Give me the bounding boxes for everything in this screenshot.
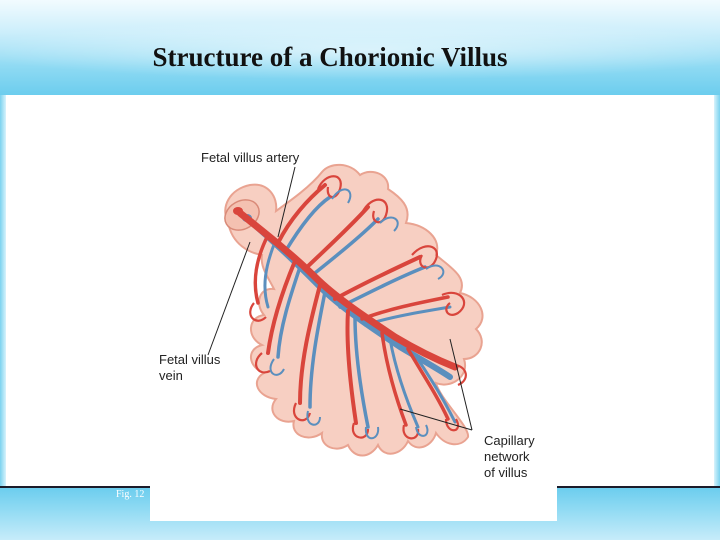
label-capillary-line1: Capillary [484,433,535,448]
leader-lines [207,166,473,431]
label-capillary-network: Capillary network of villus [484,433,564,481]
right-border [714,95,720,488]
label-fetal-villus-artery: Fetal villus artery [201,150,300,165]
label-vein-line2: vein [159,368,183,383]
leader-vein [207,241,251,356]
label-fetal-villus-vein: Fetal villus vein [159,352,249,384]
label-capillary-line2: network [484,449,530,464]
leader-capillary-b [399,408,473,431]
leader-capillary-a [449,338,473,431]
artery-network [236,183,459,427]
header-swoosh [0,20,720,80]
left-border [0,95,6,488]
chorionic-villus-diagram [207,163,484,457]
capillary-loops-venous [269,188,445,440]
slide-title: Structure of a Chorionic Villus [152,42,508,72]
label-capillary-line3: of villus [484,465,528,480]
label-vein-line1: Fetal villus [159,352,221,367]
figure-caption: Fig. 12 [116,489,145,500]
leader-artery [277,166,296,238]
